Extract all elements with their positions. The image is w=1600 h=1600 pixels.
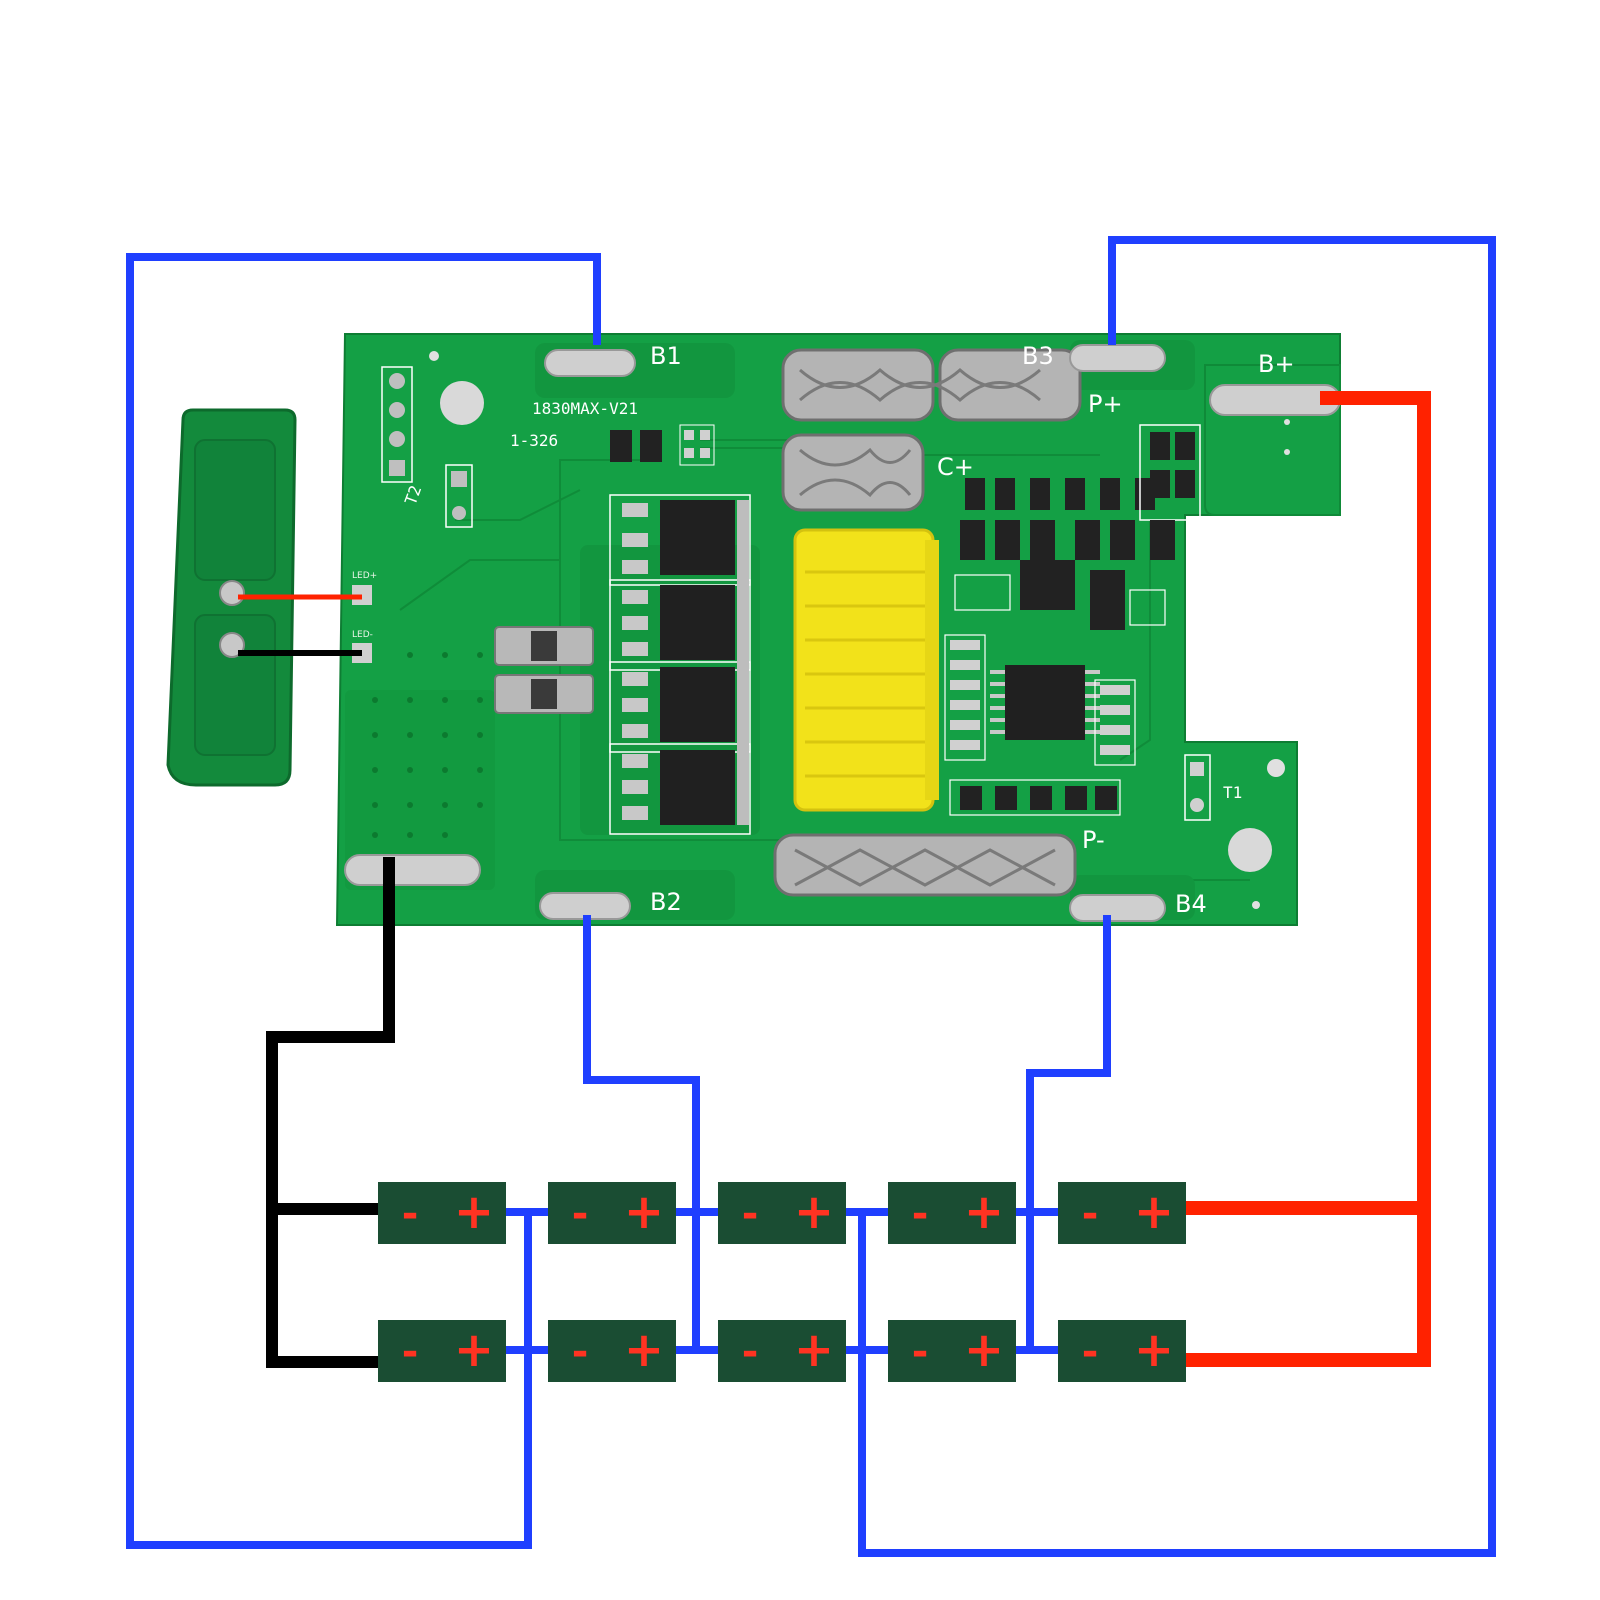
terminal-p-plus (781, 348, 1082, 422)
battery-cell: -+ (1058, 1182, 1186, 1244)
mounting-hole (440, 381, 484, 425)
cell-positive-sign: + (794, 1322, 834, 1378)
silk-led-minus: LED- (352, 630, 373, 640)
terminal-p-minus (773, 833, 1077, 897)
led-indicator-board (166, 408, 297, 787)
cell-positive-sign: + (794, 1184, 834, 1240)
shunt-resistors (494, 626, 594, 714)
thermistor-header (381, 366, 413, 483)
board-id: 1830MAX-V21 (532, 399, 638, 418)
bms-ic-chip (990, 665, 1100, 740)
pad-b4 (1069, 894, 1166, 922)
silk-led-plus: LED+ (352, 571, 377, 581)
battery-cell: -+ (718, 1182, 846, 1244)
battery-cell-body (718, 1182, 846, 1244)
cell-positive-sign: + (1134, 1184, 1174, 1240)
battery-cell: -+ (888, 1182, 1016, 1244)
silk-t1: T1 (1223, 783, 1242, 802)
cell-negative-sign: - (912, 1191, 929, 1237)
wire-b3-balance (858, 236, 1496, 1557)
pad-b1 (544, 349, 636, 377)
battery-cell-body (1058, 1320, 1186, 1382)
cell-negative-sign: - (912, 1329, 929, 1375)
cell-positive-sign: + (964, 1184, 1004, 1240)
cell-negative-sign: - (1082, 1191, 1099, 1237)
smd-components (610, 424, 1211, 821)
battery-cell-body (888, 1320, 1016, 1382)
cell-negative-sign: - (402, 1191, 419, 1237)
terminal-b-plus (1204, 364, 1341, 516)
battery-cell: -+ (1058, 1320, 1186, 1382)
wire-b2-balance (583, 915, 700, 1350)
cell-positive-sign: + (964, 1322, 1004, 1378)
battery-cell-body (548, 1182, 676, 1244)
bms-pcb: T2 1830MAX-V21 1-326 LED+ LED- (335, 333, 1341, 926)
balance-connector (793, 528, 939, 812)
cell-negative-sign: - (572, 1191, 589, 1237)
label-b-plus: B+ (1258, 350, 1295, 378)
label-p-plus: P+ (1088, 390, 1123, 418)
mosfet-array (609, 494, 751, 835)
cell-positive-sign: + (454, 1184, 494, 1240)
cell-negative-sign: - (572, 1329, 589, 1375)
label-c-plus: C+ (937, 453, 974, 481)
battery-cell-grid: -+-+-+-+-+-+-+-+-+-+ (378, 1182, 1186, 1382)
mounting-hole (1228, 828, 1272, 872)
battery-cell: -+ (378, 1182, 506, 1244)
pad-b-minus (344, 854, 481, 886)
wire-b-plus-main (1185, 391, 1431, 1367)
led-pad-positive (219, 580, 245, 606)
wire-b-minus-main (266, 857, 395, 1368)
cell-positive-sign: + (624, 1322, 664, 1378)
label-b3: B3 (1022, 342, 1054, 370)
battery-cell-body (1058, 1182, 1186, 1244)
label-p-minus: P- (1082, 826, 1105, 854)
cell-positive-sign: + (1134, 1322, 1174, 1378)
battery-cell-body (378, 1320, 506, 1382)
battery-cell: -+ (378, 1320, 506, 1382)
cell-negative-sign: - (1082, 1329, 1099, 1375)
battery-cell: -+ (718, 1320, 846, 1382)
battery-cell-body (378, 1182, 506, 1244)
battery-cell: -+ (888, 1320, 1016, 1382)
cell-negative-sign: - (742, 1191, 759, 1237)
battery-cell-body (548, 1320, 676, 1382)
terminal-c-plus (781, 433, 925, 512)
pad-b3 (1069, 344, 1166, 372)
wire-b4-balance (1026, 915, 1111, 1350)
label-b1: B1 (650, 342, 682, 370)
board-sub-id: 1-326 (510, 431, 558, 450)
battery-cell-body (718, 1320, 846, 1382)
cell-negative-sign: - (742, 1329, 759, 1375)
cell-positive-sign: + (624, 1184, 664, 1240)
cell-positive-sign: + (454, 1322, 494, 1378)
battery-cell: -+ (548, 1320, 676, 1382)
wire-b1-balance (126, 253, 601, 1549)
cell-negative-sign: - (402, 1329, 419, 1375)
battery-cell: -+ (548, 1182, 676, 1244)
label-b2: B2 (650, 888, 682, 916)
label-b4: B4 (1175, 890, 1207, 918)
battery-cell-body (888, 1182, 1016, 1244)
